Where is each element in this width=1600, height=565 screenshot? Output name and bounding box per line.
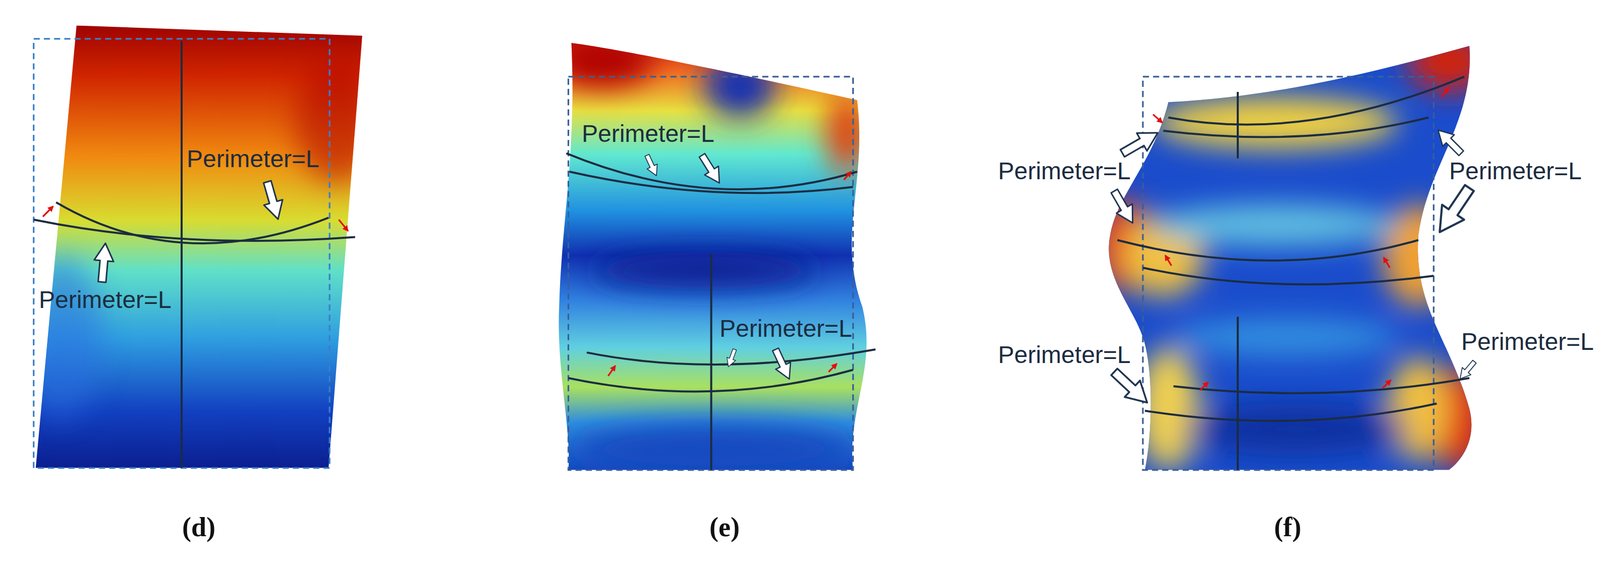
perimeter-label: Perimeter=L	[581, 120, 715, 148]
panel-caption: (d)	[182, 512, 216, 542]
perimeter-label: Perimeter=L	[719, 315, 853, 343]
perimeter-label: Perimeter=L	[186, 145, 320, 173]
perimeter-label: Perimeter=L	[1461, 328, 1594, 356]
perimeter-label: Perimeter=L	[1449, 157, 1582, 185]
perimeter-label: Perimeter=L	[998, 341, 1131, 369]
panel-caption: (e)	[709, 512, 740, 542]
panel-caption: (f)	[1274, 512, 1302, 542]
perimeter-label: Perimeter=L	[998, 157, 1131, 185]
perimeter-label: Perimeter=L	[38, 286, 172, 314]
